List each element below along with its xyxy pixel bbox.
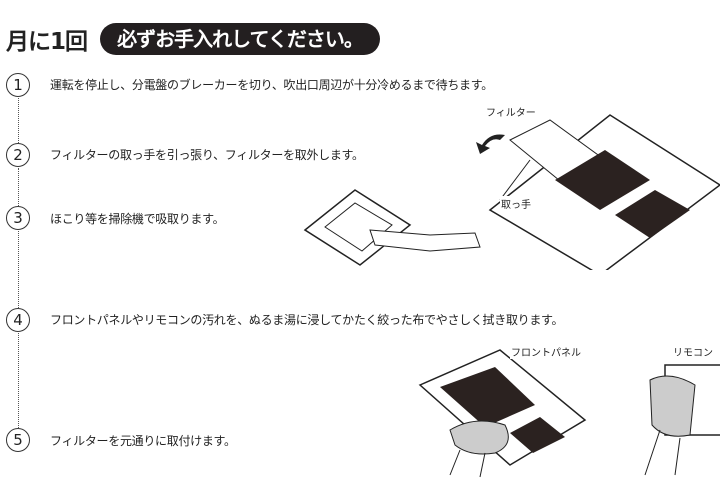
step-text-4: フロントパネルやリモコンの汚れを、ぬるま湯に浸してかたく絞った布でやさしく拭き取… — [50, 313, 564, 327]
step-connector — [18, 333, 19, 428]
step-text-5: フィルターを元通りに取付けます。 — [50, 434, 236, 448]
step-text-3: ほこり等を掃除機で吸取ります。 — [50, 212, 225, 226]
step-connector — [18, 168, 19, 206]
title-badge: 必ずお手入れしてください。 — [100, 23, 380, 55]
filter-label: フィルター — [485, 104, 537, 119]
front-panel-wiping-illustration — [418, 349, 587, 478]
step-number-5: 5 — [6, 428, 30, 452]
handle-label: 取っ手 — [500, 196, 532, 211]
step-connector — [18, 231, 19, 308]
remote-label: リモコン — [672, 344, 714, 359]
step-text-2: フィルターの取っ手を引っ張り、フィルターを取外します。 — [50, 148, 364, 162]
front-panel-label: フロントパネル — [510, 344, 582, 359]
step-number-3: 3 — [6, 206, 30, 230]
filter-removal-illustration — [476, 114, 720, 270]
remote-wiping-illustration — [644, 364, 720, 476]
vacuum-illustration — [303, 189, 481, 266]
page-title: 月に1回 — [6, 29, 88, 55]
step-connector — [18, 98, 19, 143]
step-number-2: 2 — [6, 143, 30, 167]
step-text-1: 運転を停止し、分電盤のブレーカーを切り、吹出口周辺が十分冷めるまで待ちます。 — [50, 78, 493, 92]
step-number-4: 4 — [6, 308, 30, 332]
step-number-1: 1 — [6, 73, 30, 97]
